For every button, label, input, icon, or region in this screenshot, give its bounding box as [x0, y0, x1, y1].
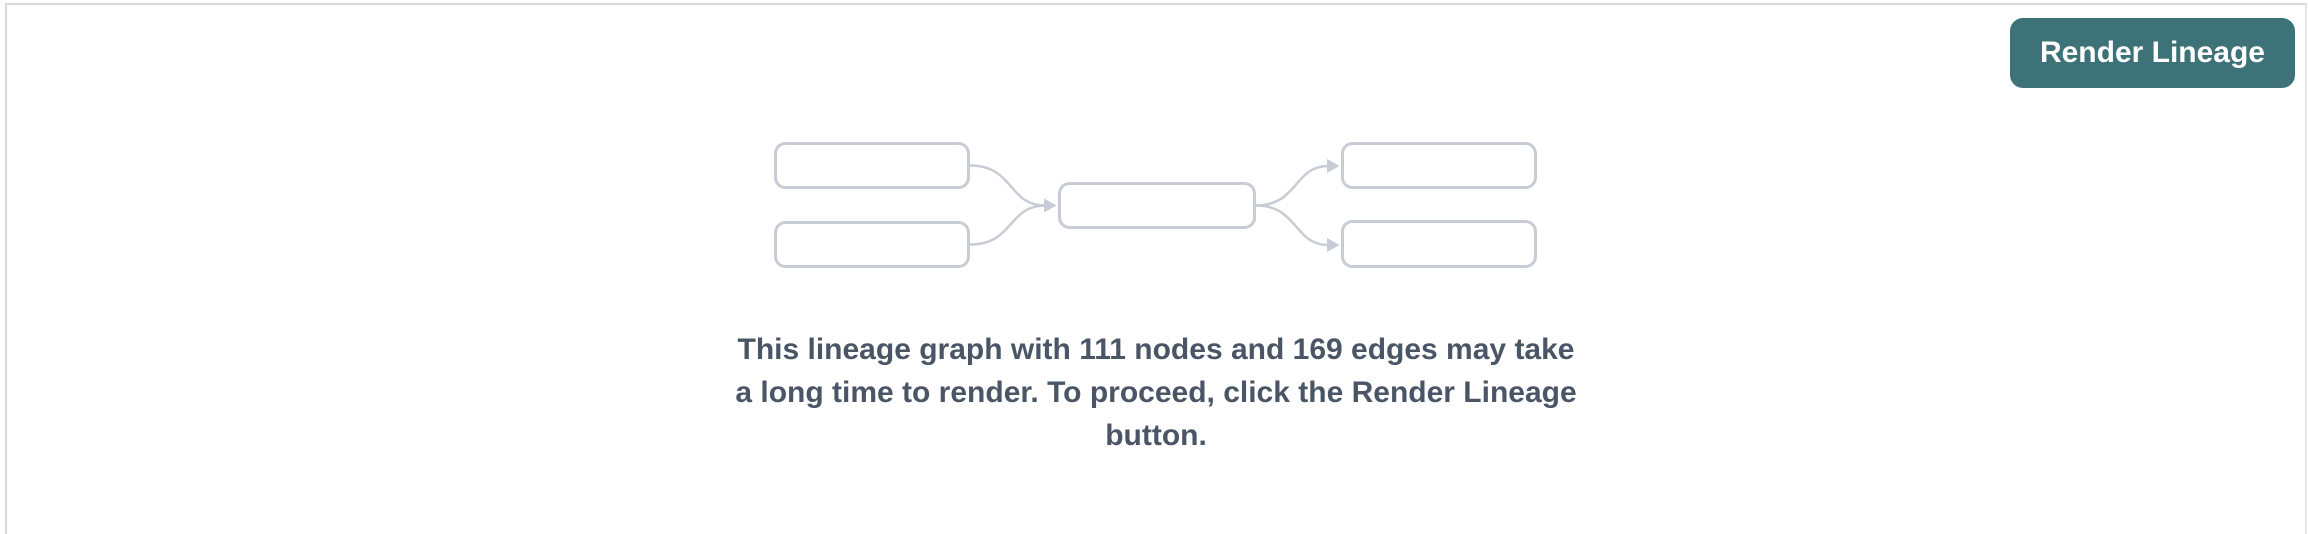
placeholder-node-upstream-2 [774, 221, 970, 268]
placeholder-edge-in-bottom [969, 204, 1046, 246]
placeholder-node-downstream-2 [1341, 220, 1537, 268]
arrowhead-icon [1327, 238, 1340, 252]
lineage-panel: Render Lineage This lineage graph with 1… [5, 3, 2307, 534]
placeholder-node-center [1058, 182, 1256, 229]
empty-state-message-line: This lineage graph with 111 nodes and 16… [737, 333, 1575, 366]
placeholder-node-upstream-1 [774, 142, 970, 189]
empty-state-message-line: a long time to render. To proceed, click… [735, 376, 1577, 409]
lineage-empty-state: This lineage graph with 111 nodes and 16… [7, 5, 2305, 457]
placeholder-edge-in-top [969, 164, 1046, 207]
arrowhead-icon [1044, 198, 1057, 213]
placeholder-edge-out-bottom [1255, 204, 1329, 247]
empty-state-message-line: button. [1105, 419, 1207, 452]
lineage-placeholder-graphic [774, 142, 1537, 268]
arrowhead-icon [1327, 159, 1340, 173]
render-lineage-button[interactable]: Render Lineage [2009, 18, 2295, 88]
placeholder-edge-out-top [1255, 164, 1329, 207]
placeholder-node-downstream-1 [1341, 142, 1537, 189]
empty-state-message: This lineage graph with 111 nodes and 16… [735, 328, 1576, 457]
